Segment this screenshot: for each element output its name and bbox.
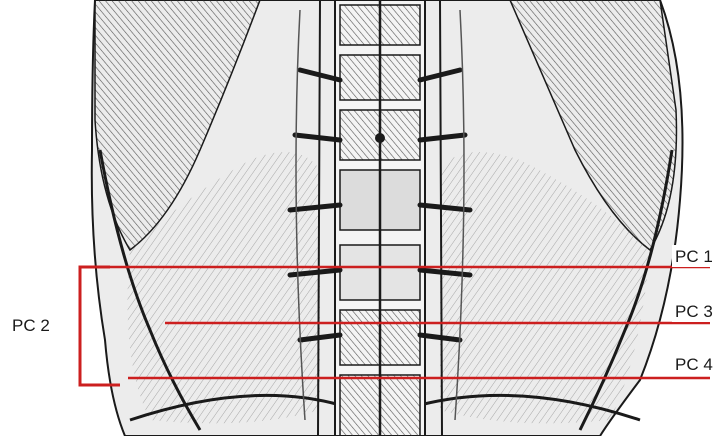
pc3-label: PC 3 xyxy=(675,302,713,321)
back-anatomy-illustration xyxy=(92,0,683,436)
pc4-label: PC 4 xyxy=(675,355,713,374)
pc2-label: PC 2 xyxy=(12,316,50,335)
pc1-label: PC 1 xyxy=(675,247,713,266)
midline-dot xyxy=(375,133,385,143)
